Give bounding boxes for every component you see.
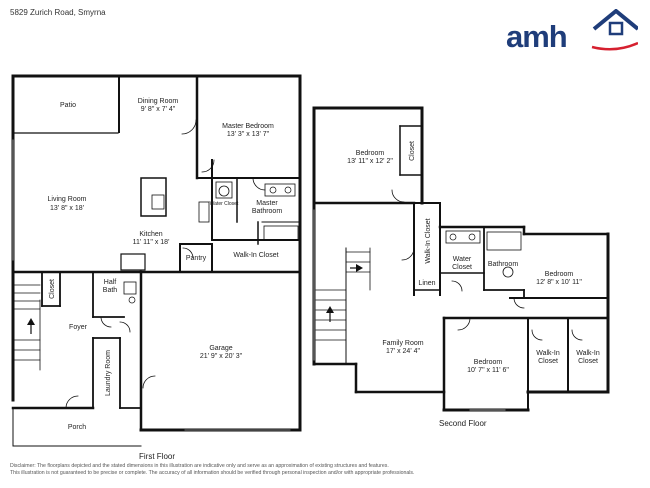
room-label-master-bedroom: Master Bedroom [222,123,274,130]
room-size-bedroom-1: 13' 11" x 12' 2" [347,158,393,165]
room-label-bedroom-2: Bedroom [545,271,574,278]
room-label-half-bath-1: Half [104,279,117,286]
room-label-family: Family Room [382,340,423,347]
room-size-family: 17' x 24' 4" [386,348,420,355]
second-floor-walls [312,106,610,412]
room-label-closet-second: Closet [409,141,416,161]
room-label-garage: Garage [209,345,232,352]
room-label-kitchen: Kitchen [139,231,162,238]
disclaimer-line-2: This illustration is not guaranteed to b… [10,470,415,476]
amh-logo-text: amh [506,19,568,54]
room-size-master-bedroom: 13' 3" x 13' 7" [227,131,270,138]
room-label-walkin-b-2: Closet [578,358,598,365]
room-label-dining: Dining Room [138,98,179,105]
room-label-half-bath-2: Bath [103,287,118,294]
room-label-porch: Porch [68,424,86,431]
room-label-master-bath-1: Master [256,200,278,207]
room-label-linen: Linen [418,280,435,287]
room-size-kitchen: 11' 11" x 18' [133,239,170,246]
stair-up-arrow-first [27,318,35,334]
room-label-walkin-first: Walk-In Closet [233,252,278,259]
room-label-water-closet-2: Closet [452,264,472,271]
room-label-bathroom: Bathroom [488,261,519,268]
room-label-foyer: Foyer [69,324,88,331]
room-label-walkin-a-2: Closet [538,358,558,365]
room-label-living: Living Room [48,196,87,203]
room-label-master-bath-2: Bathroom [252,208,283,215]
room-label-bedroom-3: Bedroom [474,359,503,366]
amh-logo: amh [506,9,638,54]
room-label-patio: Patio [60,102,76,109]
room-size-dining: 9' 8" x 7' 4" [141,106,176,113]
room-label-bedroom-1: Bedroom [356,150,385,157]
first-floor-walls [11,74,302,447]
stair-arrow-second-top [350,264,363,272]
room-size-bedroom-3: 10' 7" x 11' 6" [467,367,509,374]
first-floor-caption: First Floor [139,452,175,461]
room-label-water-closet-first: Water Closet [210,201,239,207]
room-label-closet-first: Closet [49,279,56,299]
disclaimer-line-1: Disclaimer: The floorplans depicted and … [10,463,389,469]
stair-arrow-second-bottom [326,306,334,322]
second-floor-caption: Second Floor [439,419,487,428]
house-roof-icon [591,9,638,51]
room-label-walkin-b-1: Walk-In [576,350,600,357]
room-size-garage: 21' 9" x 20' 3" [200,353,243,360]
property-address: 5829 Zurich Road, Smyrna [10,8,106,17]
room-label-walkin-a-1: Walk-In [536,350,560,357]
room-label-laundry: Laundry Room [105,350,112,396]
room-size-living: 13' 8" x 18' [50,205,84,212]
room-label-walkin-second: Walk-In Closet [425,218,432,263]
room-label-water-closet-1: Water [453,256,472,263]
room-size-bedroom-2: 12' 8" x 10' 11" [536,279,582,286]
room-label-pantry: Pantry [186,255,207,262]
